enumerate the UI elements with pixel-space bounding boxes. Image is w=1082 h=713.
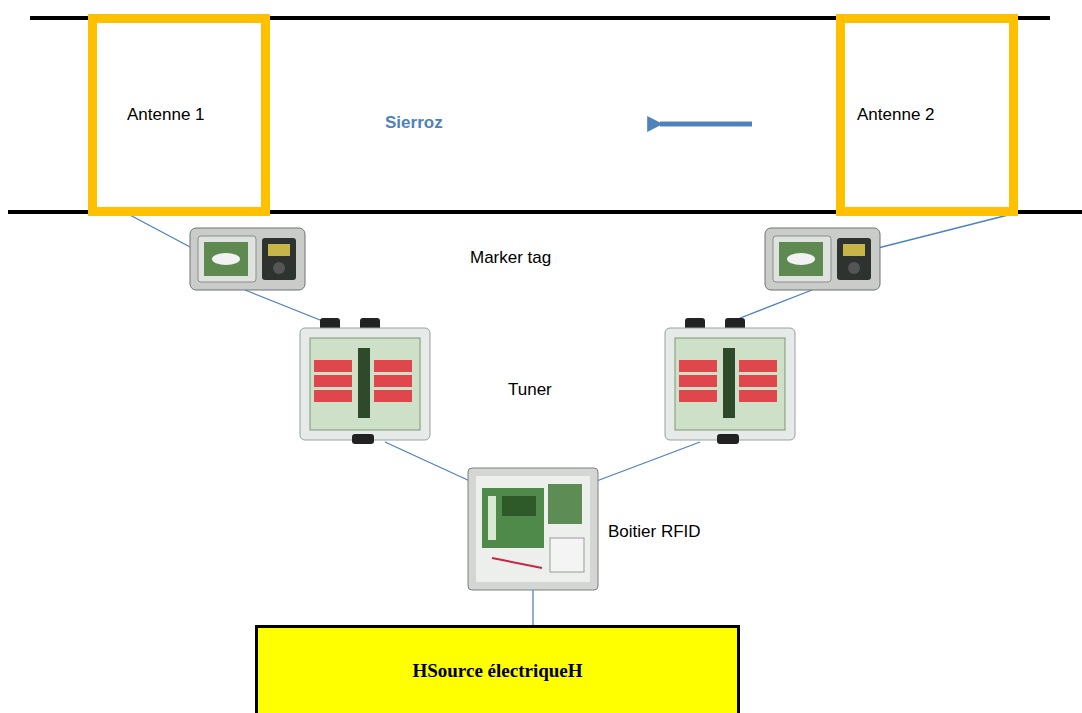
node-text: Boitier RFID <box>608 522 701 542</box>
flow-arrow <box>660 122 752 127</box>
marker-tag-photo <box>190 228 305 290</box>
rfid-box: Boitier RFID <box>468 468 598 590</box>
node-text: HSource électriqueH <box>412 660 582 683</box>
marker-tag-photo <box>765 228 880 290</box>
antenna-frame: Antenne 2 <box>836 14 1018 216</box>
power-source-box: HSource électriqueH <box>255 625 740 713</box>
wires <box>128 214 1012 482</box>
tuner-photo <box>665 318 795 444</box>
wire-connector <box>532 590 533 625</box>
node-text: Antenne 1 <box>127 105 205 125</box>
river-name: Sierroz <box>385 113 443 133</box>
part-name: Marker tag <box>470 248 551 268</box>
tuner-photo <box>300 318 430 444</box>
node-text: Antenne 2 <box>857 105 935 125</box>
rfid-box-photo <box>468 468 598 590</box>
part-name: Tuner <box>508 380 552 400</box>
antenna-frame: Antenne 1 <box>88 14 270 216</box>
